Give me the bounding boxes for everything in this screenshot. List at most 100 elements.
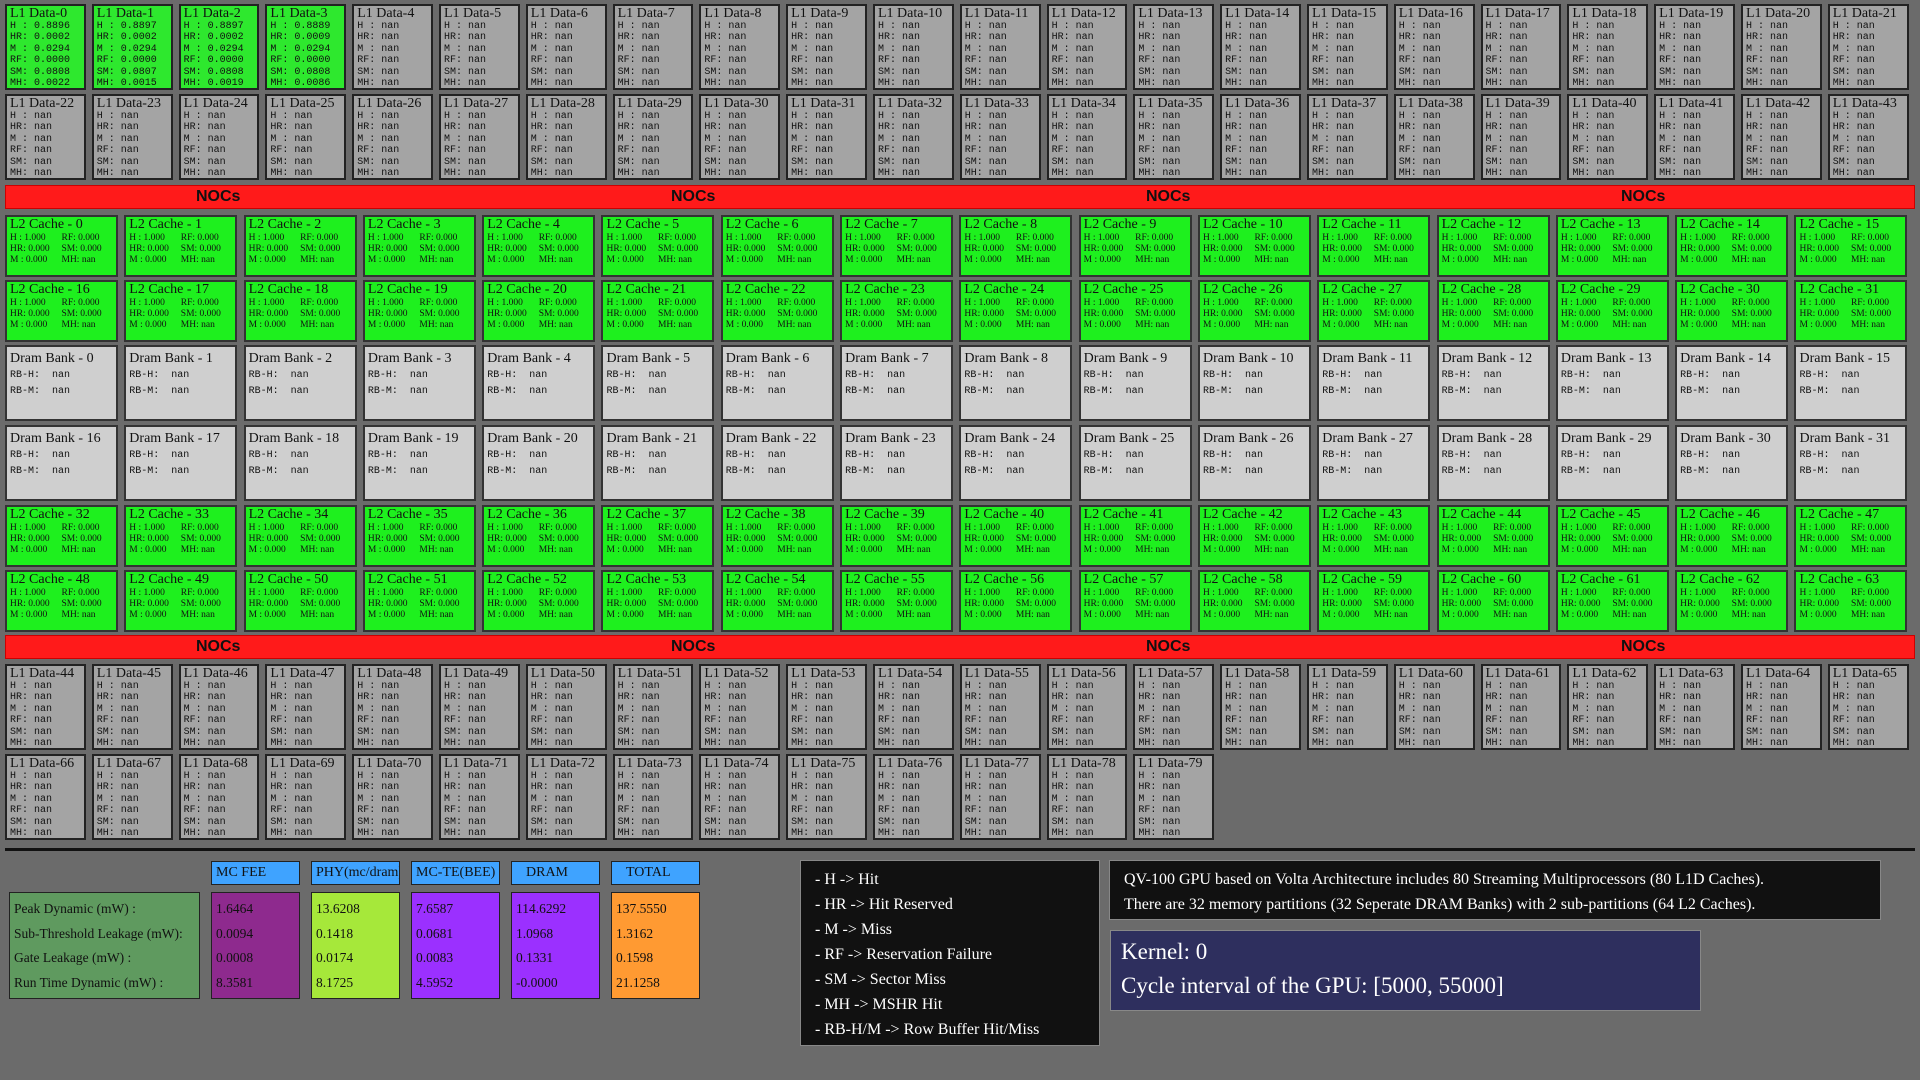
l1-cache-stat: H : nan (530, 771, 573, 782)
l1-cache-stat: HR: nan (1745, 692, 1788, 704)
l2-cache-stat: SM: 0.000 (1135, 244, 1176, 254)
l2-cache-stat: H : 1.000 (1322, 523, 1358, 533)
l2-cache-stat: RF: 0.000 (180, 298, 219, 308)
l1-cache-stat: M : nan (1311, 43, 1354, 55)
l1-cache-stat: RF: nan (443, 55, 486, 67)
l2-cache-stat: H : 1.000 (1202, 588, 1239, 598)
l1-cache-title: L1 Data-27 (443, 96, 509, 111)
l1-cache-stat: H : nan (96, 771, 139, 782)
l1-cache-stat: MH: nan (1225, 78, 1268, 90)
l1-cache-stat: MH: nan (530, 168, 573, 180)
l2-cache-stat: SM: 0.000 (61, 534, 102, 544)
l1-cache-stat: RF: nan (1745, 715, 1788, 727)
l2-cache-stat: SM: 0.000 (896, 309, 937, 319)
l1-cache-stat: MH: nan (1485, 78, 1528, 90)
l1-cache-stat: RF: nan (357, 55, 400, 67)
legend-panel: - H -> Hit - HR -> Hit Reserved - M -> M… (800, 860, 1100, 1046)
l1-cache-title: L1 Data-22 (10, 96, 75, 111)
l1-cache-stat: HR: nan (1485, 122, 1528, 134)
l2-cache-title: L2 Cache - 58 (1202, 572, 1283, 587)
l2-cache-stat: RF: 0.000 (1254, 233, 1293, 243)
l2-cache-stat: SM: 0.000 (1612, 309, 1653, 319)
l1-cache-stat: HR: nan (270, 782, 313, 794)
l1-cache-stat: SM: nan (1745, 726, 1788, 738)
l2-cache-stat: M : 0.000 (1322, 320, 1360, 330)
dram-bank-stat: RB-M: nan (845, 466, 906, 477)
dram-bank-stat: RB-M: nan (1560, 466, 1621, 477)
l1-cache-stat: MH: nan (1832, 78, 1875, 90)
l1-cache-stat: HR: nan (791, 32, 834, 44)
l1-cache-stat: SM: nan (10, 726, 53, 738)
l2-cache-title: L2 Cache - 4 (487, 217, 560, 232)
l2-cache-title: L2 Cache - 19 (367, 282, 448, 297)
l1-cache-stat: SM: nan (1138, 66, 1181, 78)
l1-cache-stat: SM: nan (964, 156, 1007, 168)
dram-bank-title: Dram Bank - 5 (606, 351, 691, 366)
l2-cache-stat: H : 1.000 (1441, 233, 1478, 243)
l1-cache-stat: M : nan (964, 43, 1007, 55)
l1-cache-stat: RF: nan (1572, 715, 1615, 727)
l1-cache-stat: HR: nan (1311, 32, 1354, 44)
l1-cache-stat: H : nan (617, 111, 660, 122)
l1-cache-stat: M : nan (1572, 703, 1615, 715)
l2-cache-stat: M : 0.000 (845, 255, 883, 265)
l1-cache-stat: MH: nan (1572, 738, 1615, 750)
l2-cache-stat: HR: 0.000 (1202, 534, 1243, 544)
l2-cache-stat: HR: 0.000 (129, 599, 169, 609)
l2-cache-stat: SM: 0.000 (1015, 599, 1056, 609)
l1-cache-stat: SM: nan (1138, 726, 1181, 738)
l2-cache-stat: SM: 0.000 (180, 309, 221, 319)
l1-cache-stat: M : 0.0294 (183, 43, 244, 55)
l1-cache-stat: SM: nan (357, 156, 400, 168)
l2-cache-title: L2 Cache - 62 (1680, 572, 1760, 587)
l2-cache-title: L2 Cache - 49 (129, 572, 209, 587)
dram-bank-title: Dram Bank - 10 (1202, 351, 1294, 366)
l1-cache-stat: M : nan (1051, 43, 1094, 55)
l1-cache-stat: SM: nan (183, 156, 226, 168)
l1-cache-stat: RF: nan (964, 55, 1007, 67)
l2-cache-stat: MH: nan (1612, 320, 1647, 330)
l2-cache-stat: HR: 0.000 (129, 309, 169, 319)
dram-bank-title: Dram Bank - 18 (248, 431, 340, 446)
l2-cache-stat: SM: 0.000 (1850, 244, 1892, 254)
l1-cache-title: L1 Data-61 (1485, 666, 1550, 681)
l1-cache-stat: HR: nan (1138, 32, 1181, 44)
total-header: TOTAL (611, 861, 700, 885)
l1-cache-title: L1 Data-28 (530, 96, 595, 111)
l1-cache-stat: HR: nan (183, 692, 226, 704)
l1-cache-stat: M : nan (1311, 703, 1354, 715)
l1-cache-stat: SM: nan (530, 156, 573, 168)
l2-cache-stat: M : 0.000 (1202, 545, 1241, 555)
l2-cache-stat: H : 1.000 (129, 523, 165, 533)
l1-cache-title: L1 Data-3 (270, 6, 328, 21)
cell: 1.0968 (516, 925, 554, 941)
dram-bank-stat: RB-H: nan (1083, 370, 1144, 381)
l1-cache-stat: RF: nan (1138, 55, 1181, 67)
l2-cache-stat: RF: 0.000 (1493, 233, 1532, 243)
cell: 0.0681 (416, 925, 454, 941)
